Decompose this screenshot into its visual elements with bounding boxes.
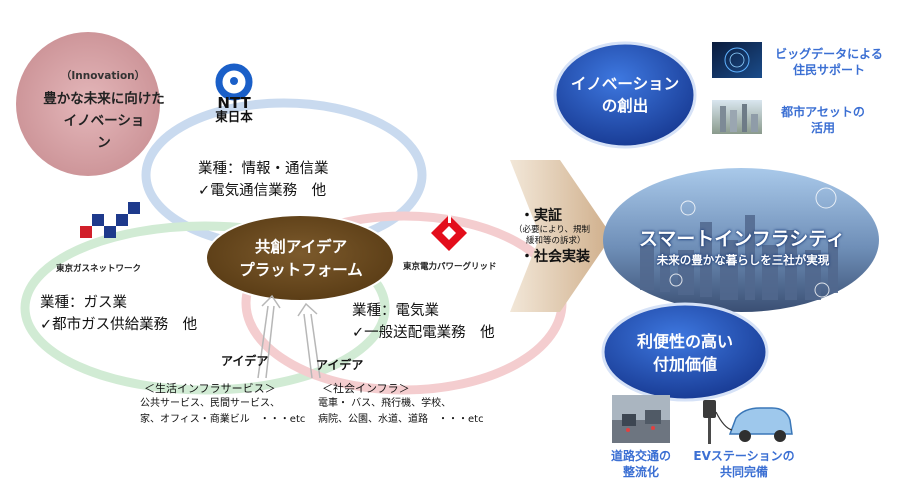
traffic-caption-line: 道路交通の: [610, 449, 671, 463]
asset-caption-line: 活用: [810, 121, 835, 135]
tepco-business: ✓一般送配電業務 他: [352, 325, 495, 341]
traffic-caption: 道路交通の 整流化: [596, 448, 686, 480]
value-oval: [601, 302, 769, 402]
innovation-subtitle: （Innovation）: [60, 70, 146, 82]
tokyo-gas-business: ✓都市ガス供給業務 他: [40, 317, 198, 333]
life-infra-line: 公共サービス、民間サービス、: [140, 398, 280, 409]
social-infra-header: ＜社会インフラ＞: [322, 382, 410, 395]
innovation-title-line: ン: [97, 135, 111, 151]
smart-city-title: スマートインフラシティ: [638, 228, 846, 250]
arrow-note-line: （必要により、規制: [514, 225, 590, 235]
tepco-industry: 業種：電気業: [352, 303, 439, 319]
life-infra-list: 公共サービス、民間サービス、 家、オフィス・商業ビル ・・・etc: [140, 396, 305, 428]
asset-caption: 都市アセットの 活用: [768, 104, 878, 136]
tepco-name: 東京電力パワーグリッド: [403, 262, 497, 272]
ntt-business: ✓電気通信業務 他: [198, 183, 327, 199]
platform-line2: プラットフォーム: [239, 261, 363, 279]
smart-city-subtitle: 未来の豊かな暮らしを三社が実現: [656, 253, 830, 267]
ev-caption: EVステーションの 共同完備: [684, 448, 804, 480]
innovation-title-line: 豊かな未来に向けた: [43, 91, 165, 107]
idea-label-right: アイデア: [316, 358, 364, 372]
ntt-logo-label: NTT 東日本: [204, 96, 264, 124]
arrow-demonstration: ・実証: [520, 208, 562, 224]
ntt-logo-text: NTT: [217, 94, 251, 112]
innovation-title: 豊かな未来に向けた イノベーショ ン: [34, 88, 174, 154]
innovation-oval: [553, 41, 697, 149]
tokyo-gas-name: 東京ガスネットワーク: [56, 264, 142, 274]
value-oval-label: 利便性の高い 付加価値: [610, 330, 760, 376]
bigdata-caption: ビッグデータによる 住民サポート: [768, 46, 890, 78]
big-arrow: [510, 160, 612, 312]
social-infra-line: 電車・ バス、飛行機、学校、: [318, 398, 452, 409]
innovation-oval-label: イノベーション の創出: [560, 73, 690, 117]
bigdata-image: [712, 42, 762, 78]
idea-arrows: [257, 294, 321, 379]
ev-image: [703, 400, 793, 444]
arrow-implementation: ・社会実装: [520, 249, 590, 265]
innovation-oval-line: の創出: [601, 97, 649, 115]
ev-caption-line: 共同完備: [719, 465, 768, 479]
arrow-note-line: 緩和等の訴求）: [526, 236, 586, 246]
traffic-caption-line: 整流化: [622, 465, 659, 479]
value-oval-line: 利便性の高い: [636, 332, 733, 351]
life-infra-line: 家、オフィス・商業ビル ・・・etc: [140, 414, 306, 425]
tokyo-gas-industry: 業種：ガス業: [40, 295, 127, 311]
ntt-industry: 業種：情報・通信業: [198, 161, 329, 177]
asset-caption-line: 都市アセットの: [781, 105, 865, 119]
ntt-logo-icon: [215, 63, 253, 101]
platform-line1: 共創アイデア: [254, 238, 348, 256]
bigdata-caption-line: ビッグデータによる: [775, 47, 883, 61]
tepco-logo-icon: [431, 213, 467, 251]
arrow-note: （必要により、規制 緩和等の訴求）: [514, 225, 644, 247]
bigdata-caption-line: 住民サポート: [792, 63, 865, 77]
ev-caption-line: EVステーションの: [693, 449, 795, 463]
value-oval-line: 付加価値: [652, 355, 717, 374]
innovation-oval-line: イノベーション: [570, 75, 680, 93]
innovation-circle: [16, 32, 160, 176]
life-infra-header: ＜生活インフラサービス＞: [144, 382, 276, 395]
social-infra-list: 電車・ バス、飛行機、学校、 病院、公園、水道、道路 ・・・etc: [318, 396, 484, 428]
ntt-logo-sub: 東日本: [215, 109, 253, 124]
social-infra-line: 病院、公園、水道、道路 ・・・etc: [318, 414, 484, 425]
platform-oval: [205, 214, 395, 302]
innovation-title-line: イノベーショ: [63, 113, 145, 129]
platform-label: 共創アイデア プラットフォーム: [212, 236, 390, 282]
idea-label-left: アイデア: [221, 354, 269, 368]
tokyo-gas-logo-icon: [80, 202, 140, 238]
tokyo-gas-ring: [20, 221, 390, 395]
